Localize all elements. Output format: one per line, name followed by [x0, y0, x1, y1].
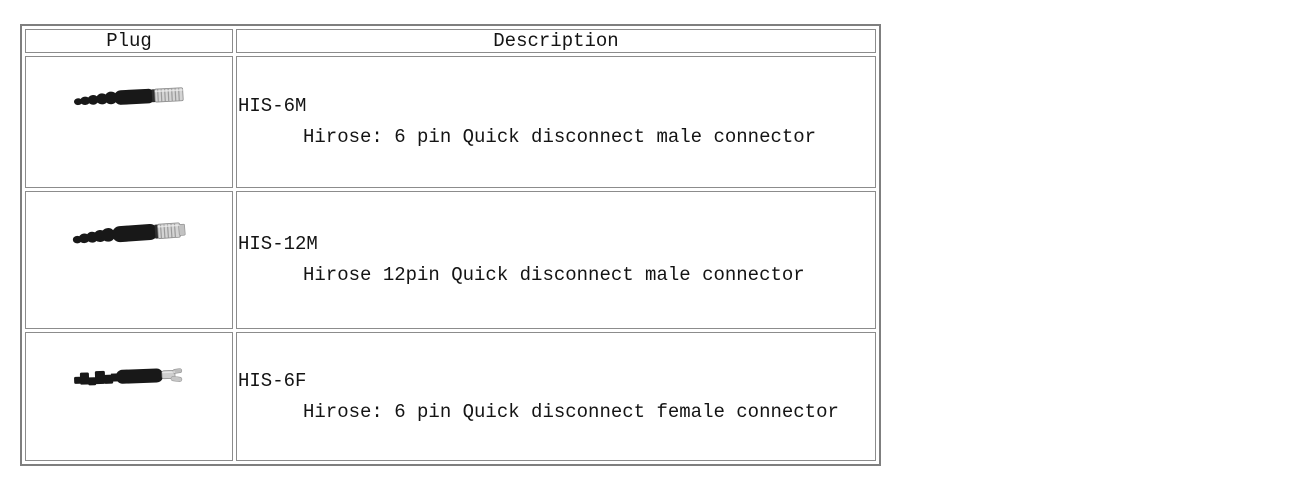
model-code: HIS-6M — [238, 95, 307, 117]
his-6m-connector-image — [73, 82, 185, 112]
his-12m-connector-image — [72, 216, 186, 250]
description-cell: HIS-12M Hirose 12pin Quick disconnect ma… — [236, 191, 876, 329]
column-header-description: Description — [236, 29, 876, 53]
model-description: Hirose 12pin Quick disconnect male conne… — [303, 264, 805, 286]
description-cell: HIS-6M Hirose: 6 pin Quick disconnect ma… — [236, 56, 876, 188]
his-6f-connector-image — [74, 362, 184, 390]
model-description: Hirose: 6 pin Quick disconnect female co… — [303, 400, 839, 423]
male-connector-photo-icon — [73, 87, 184, 106]
female-connector-photo-icon — [74, 368, 183, 386]
column-header-plug: Plug — [25, 29, 233, 53]
plug-cell-his-12m — [25, 191, 233, 329]
description-cell: HIS-6F Hirose: 6 pin Quick disconnect fe… — [236, 332, 876, 461]
model-code: HIS-12M — [238, 233, 318, 255]
plug-description-table: Plug Description — [20, 24, 881, 466]
table-row: HIS-6F Hirose: 6 pin Quick disconnect fe… — [25, 332, 876, 461]
plug-cell-his-6m — [25, 56, 233, 188]
table-row: HIS-12M Hirose 12pin Quick disconnect ma… — [25, 191, 876, 329]
model-code: HIS-6F — [238, 369, 307, 392]
male-connector-photo-icon — [72, 222, 186, 244]
model-description: Hirose: 6 pin Quick disconnect male conn… — [303, 126, 817, 148]
header-row: Plug Description — [25, 29, 876, 53]
plug-cell-his-6f — [25, 332, 233, 461]
table-row: HIS-6M Hirose: 6 pin Quick disconnect ma… — [25, 56, 876, 188]
